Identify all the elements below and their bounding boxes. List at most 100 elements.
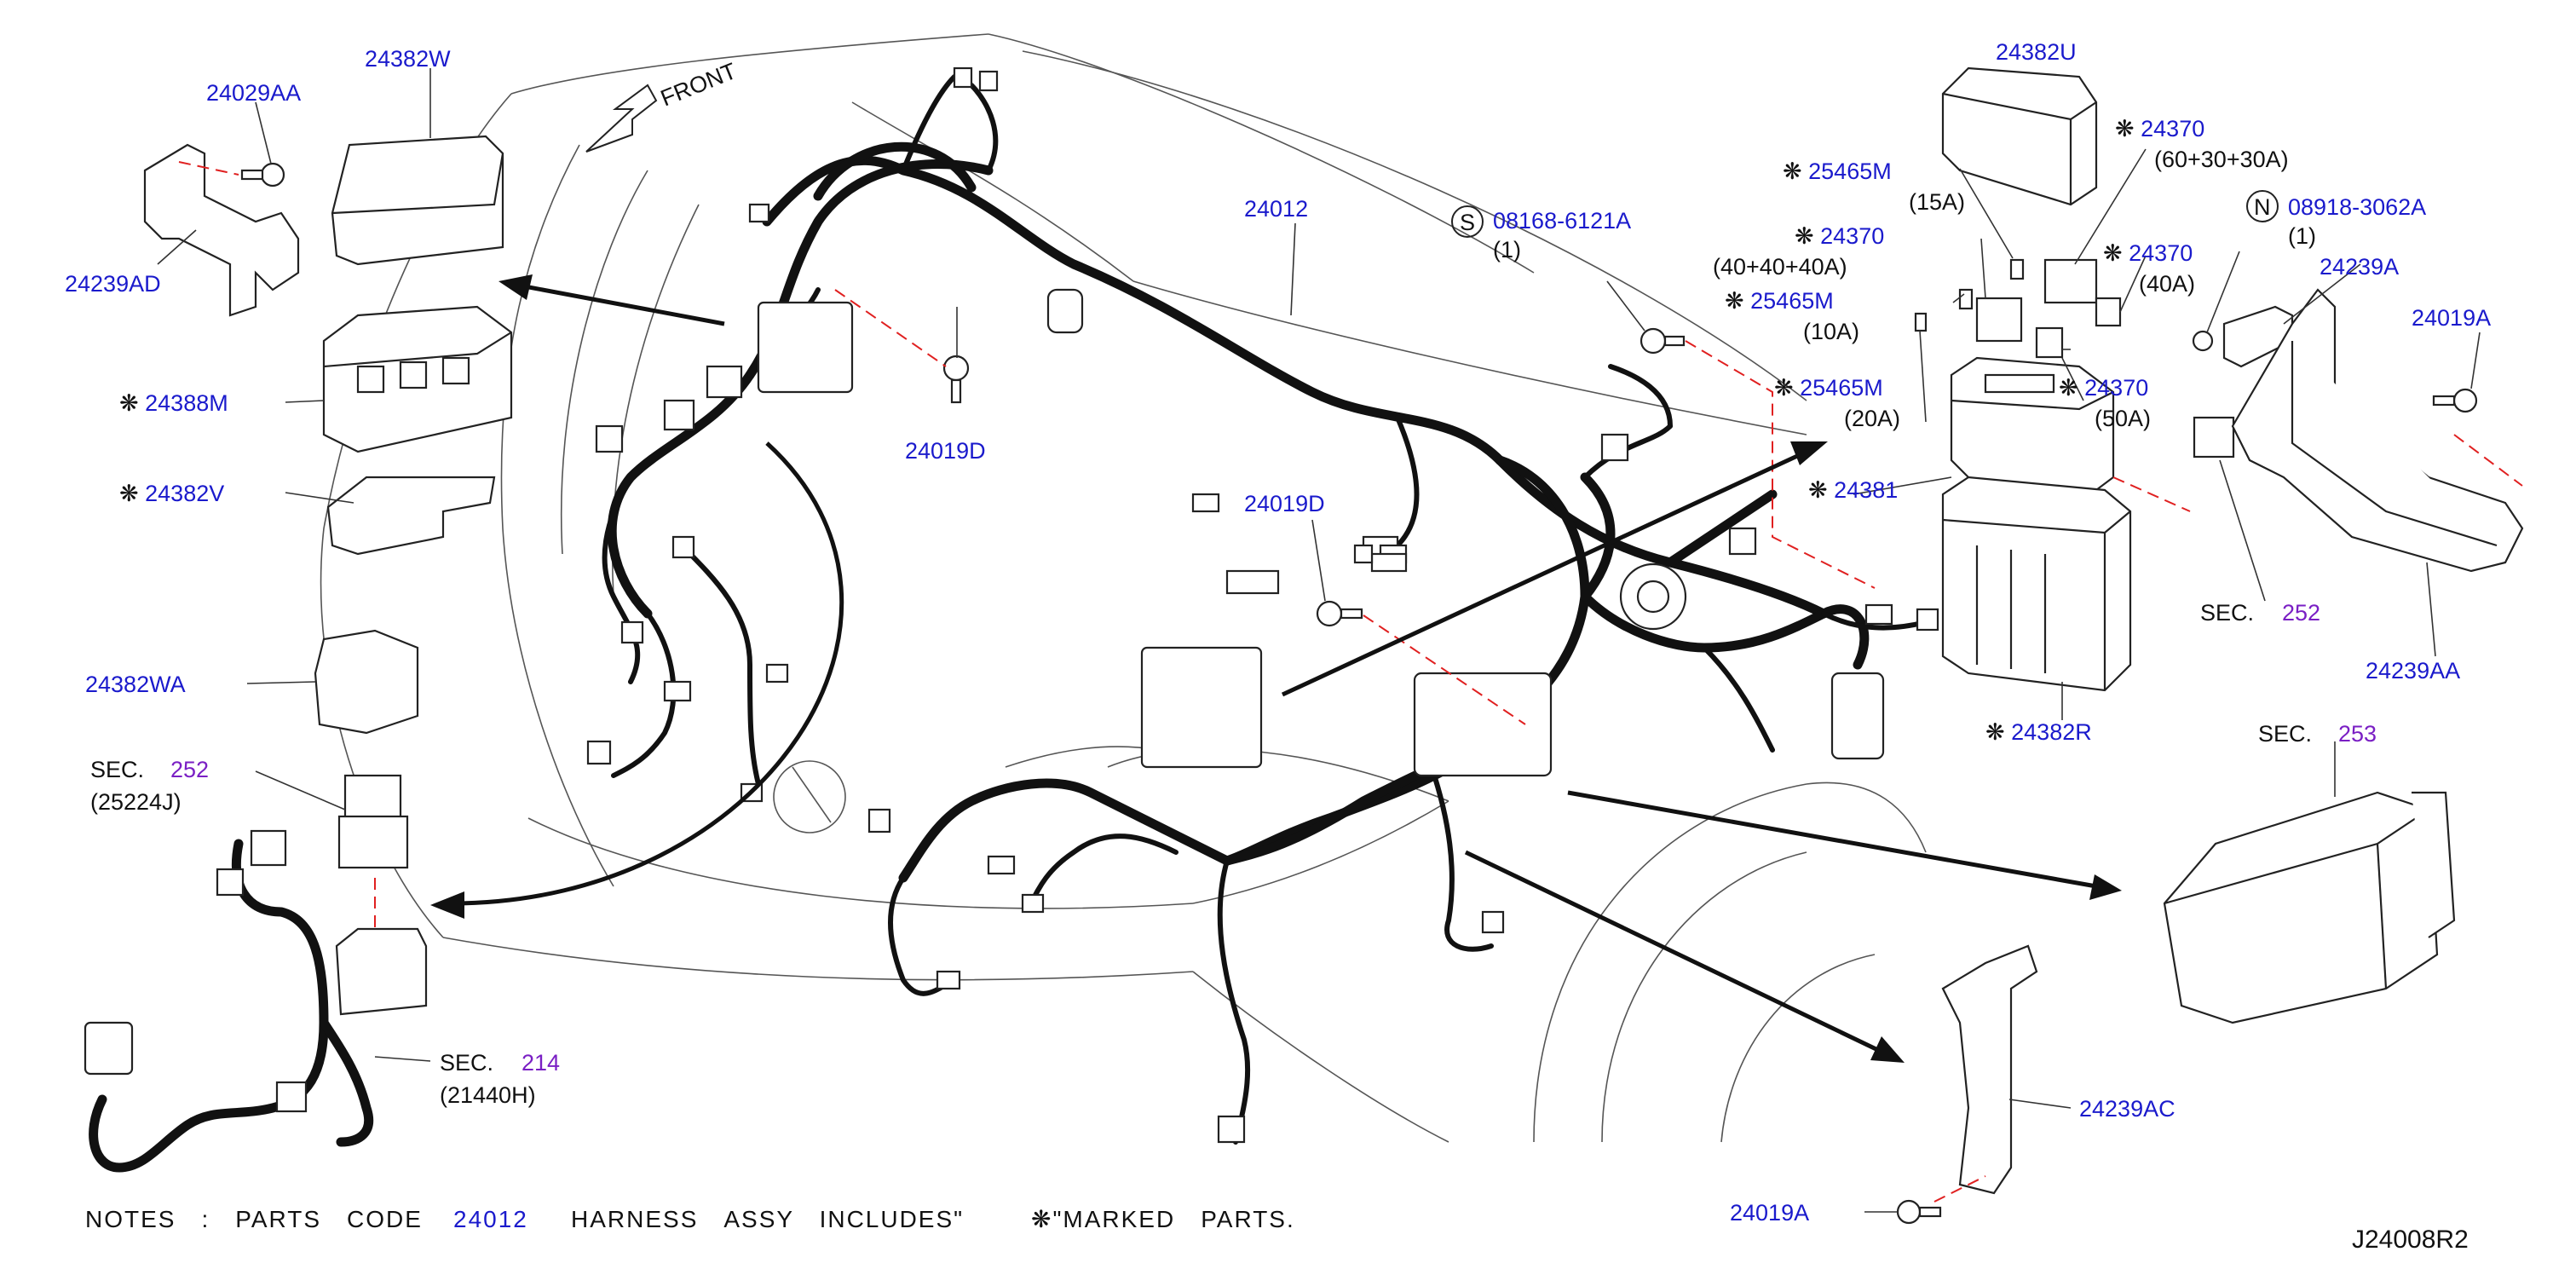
label-24370-40x3: 24370 [1820,223,1884,249]
sec214-sub: (21440H) [440,1082,536,1108]
connector [595,424,624,453]
rating-50A: (50A) [2095,406,2151,431]
n-symbol: N [2254,194,2271,220]
label-08168-6121A: 08168-6121A [1493,208,1631,234]
label-24382V: 24382V [145,481,224,506]
connector [936,970,961,990]
connector [706,365,743,399]
main-harness-24012 [602,74,1928,1145]
connector [953,66,973,89]
connector [1864,603,1893,626]
label-24019A-top: 24019A [2412,305,2491,331]
ipdm-module [1413,672,1553,777]
bolt-shank [950,378,962,404]
connector [987,855,1016,875]
connector-bracket [1046,288,1084,334]
marked-25465M-20A: ❋ 25465M [1774,375,1883,401]
bolt-shank [240,169,264,181]
alignment-line [834,289,947,367]
rating-10A: (10A) [1803,319,1859,344]
fusible-link-50 [2035,326,2064,359]
sec252-right-num: 252 [2282,600,2320,626]
fusible-link-40x3 [1975,297,2023,343]
connector [1353,544,1374,564]
label-25465M-10A: 25465M [1750,288,1834,314]
leader-lines [157,68,2481,1213]
connector [216,868,245,897]
snowflake-asterisk-icon: ❋ [1795,223,1814,249]
bracket-edge [2291,341,2498,547]
rating-60-30-30A: (60+30+30A) [2154,147,2289,172]
label-24382W: 24382W [365,46,451,72]
snowflake-asterisk-icon: ❋ [1808,477,1828,503]
marked-24381: ❋ 24381 [1808,477,1898,503]
relay-socket [335,927,428,1016]
label-24370-60: 24370 [2141,116,2204,141]
qty-08168: (1) [1493,237,1521,262]
label-24382R: 24382R [2011,719,2092,745]
snowflake-asterisk-icon: ❋ [1031,1206,1052,1232]
connector [1916,608,1939,632]
screw-08168 [1640,327,1667,355]
connector [867,808,891,834]
bracket-connector [1830,672,1885,760]
cover-edge [331,153,504,215]
rating-40A: (40A) [2139,271,2195,297]
snowflake-asterisk-icon: ❋ [1725,288,1744,314]
label-24019A-bottom: 24019A [1730,1200,1809,1226]
callout-arrows [430,274,2122,1063]
snowflake-asterisk-icon: ❋ [119,481,139,506]
bolt-24019A-bottom [1896,1199,1922,1225]
marked-24370-60: ❋ 24370 [2115,116,2204,141]
alignment-line [178,161,239,176]
snowflake-asterisk-icon: ❋ [1985,719,2005,745]
bolt-shank [1340,608,1363,620]
label-24012: 24012 [1244,196,1308,222]
qty-08918: (1) [2288,223,2316,249]
notes-prefix: NOTES : PARTS CODE [85,1206,423,1232]
right-components [1896,66,2524,1225]
alignment-line [1933,1175,1986,1203]
fusible-link-60 [2043,258,2098,304]
snowflake-asterisk-icon: ❋ [1774,375,1794,401]
box-edge [323,332,512,368]
relay-25224J [343,774,402,820]
notes-text: HARNESS ASSY INCLUDES" [571,1206,964,1232]
sec214-word: SEC. [440,1050,493,1076]
marked-24382R: ❋ 24382R [1985,719,2092,745]
sec252-left-num: 252 [170,757,209,782]
rating-15A: (15A) [1909,189,1965,215]
cover-24382V [326,476,496,556]
marked-25465M-15A: ❋ 25465M [1783,159,1892,184]
screw-shank [1663,335,1686,347]
connector [765,663,789,684]
module-clip [2412,791,2456,938]
connector [1370,552,1408,573]
fuse-block-edge [1951,391,2114,411]
label-24239AC: 24239AC [2079,1096,2175,1122]
connector [1481,910,1505,934]
bracket-24239AC [1941,944,2038,1195]
alignment-line [1685,340,1876,589]
left-components [84,135,513,1173]
sec253-word: SEC. [2258,721,2312,747]
marked-25465M-10A: ❋ 25465M [1725,288,1834,314]
label-24388M: 24388M [145,390,228,416]
sec214-num: 214 [522,1050,560,1076]
fuse-20A [1914,312,1928,332]
label-24239AD: 24239AD [65,271,161,297]
label-25465M-20A: 25465M [1800,375,1883,401]
fuse-10A [1958,288,1974,310]
fusible-link-40 [2095,297,2122,327]
notes-marked: ❋"MARKED PARTS. [1031,1206,1295,1232]
bolt-shank [2432,395,2456,407]
notes-code: 24012 [453,1206,528,1232]
notes-marked-text: "MARKED PARTS. [1052,1206,1294,1232]
connector [671,535,695,559]
rating-20A: (20A) [1844,406,1900,431]
bolt-24029AA [260,162,285,187]
diagram-code: J24008R2 [2352,1226,2469,1254]
s-symbol: S [1460,210,1475,235]
connector [1021,893,1045,914]
